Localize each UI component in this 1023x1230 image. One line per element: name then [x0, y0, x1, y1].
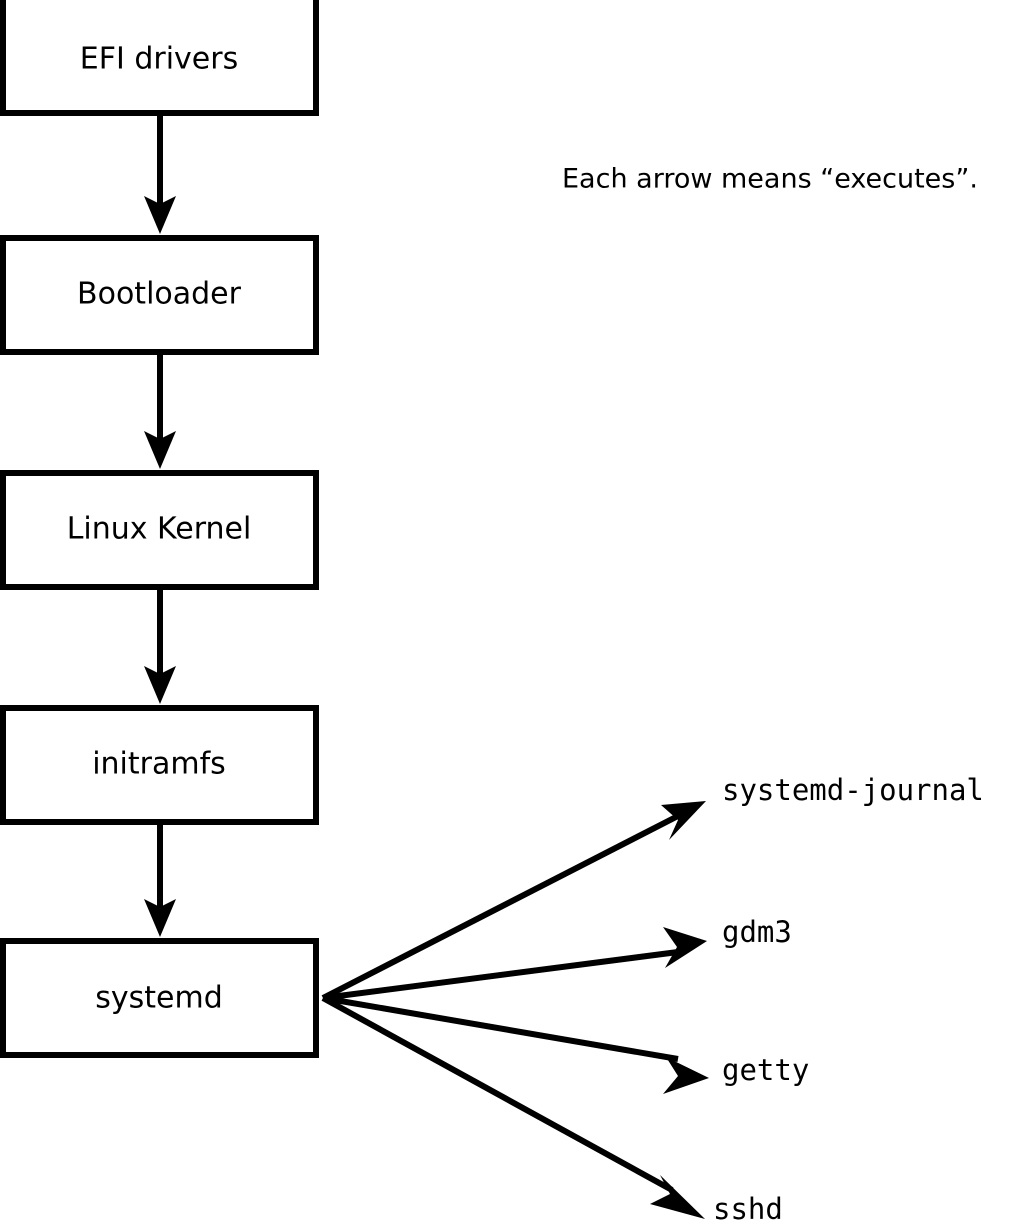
arrowhead-icon	[663, 1057, 709, 1094]
node-label-bootloader: Bootloader	[77, 277, 242, 312]
legend-caption: Each arrow means “executes”.	[562, 164, 978, 195]
arrowhead-icon	[663, 927, 707, 968]
edge-line	[321, 995, 674, 1193]
node-box-efi-drivers	[0, 0, 319, 116]
node-label-efi-drivers: EFI drivers	[80, 42, 238, 77]
service-label-sshd[interactable]: sshd	[713, 1192, 783, 1226]
node-bootloader[interactable]: Bootloader	[0, 235, 319, 355]
node-efi-drivers[interactable]: EFI drivers	[0, 0, 319, 116]
service-label-gdm3[interactable]: gdm3	[722, 915, 792, 949]
node-systemd[interactable]: systemd	[0, 938, 319, 1058]
node-box-bootloader	[0, 235, 319, 355]
node-initramfs[interactable]: initramfs	[0, 705, 319, 825]
edge-line	[321, 814, 678, 1001]
edge-systemd-to-getty	[322, 995, 709, 1094]
edge-linux-kernel-to-initramfs	[144, 587, 176, 704]
node-label-linux-kernel: Linux Kernel	[67, 512, 252, 547]
edge-systemd-to-sshd	[321, 995, 705, 1219]
node-linux-kernel[interactable]: Linux Kernel	[0, 470, 319, 590]
node-box-initramfs	[0, 705, 319, 825]
arrowhead-icon	[661, 801, 706, 840]
node-label-systemd: systemd	[95, 981, 223, 1016]
arrowhead-down-icon	[144, 196, 176, 234]
arrowhead-down-icon	[144, 899, 176, 937]
service-label-systemd-journal[interactable]: systemd-journal	[722, 773, 984, 807]
edge-initramfs-to-systemd	[144, 822, 176, 937]
arrowhead-down-icon	[144, 431, 176, 469]
arrowhead-icon	[650, 1175, 705, 1219]
edge-systemd-to-gdm3	[322, 927, 707, 1001]
node-box-systemd	[0, 938, 319, 1058]
service-label-getty[interactable]: getty	[722, 1053, 809, 1087]
edge-efi-drivers-to-bootloader	[144, 113, 176, 234]
edge-line	[322, 995, 679, 1062]
arrowhead-down-icon	[144, 666, 176, 704]
node-label-initramfs: initramfs	[92, 747, 226, 782]
edge-line	[322, 949, 679, 1001]
edge-systemd-to-systemd-journal	[321, 801, 706, 1001]
edge-bootloader-to-linux-kernel	[144, 352, 176, 469]
